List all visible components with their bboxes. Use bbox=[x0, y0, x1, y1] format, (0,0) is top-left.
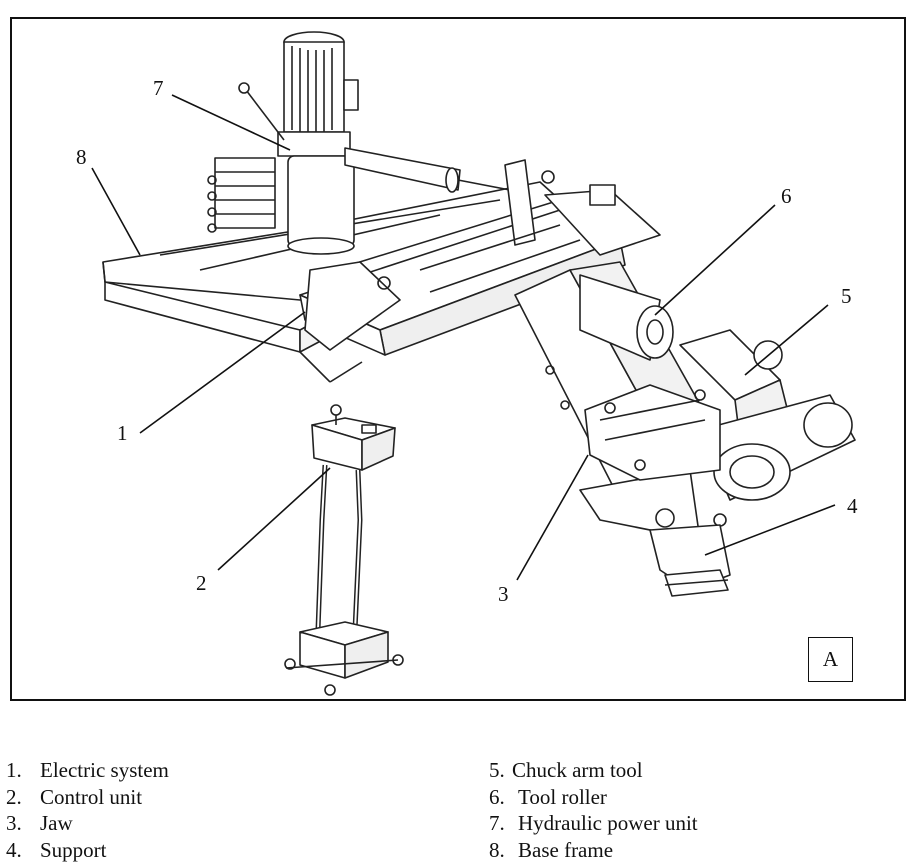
leader-line-4 bbox=[704, 504, 836, 556]
legend-number: 2. bbox=[6, 784, 22, 809]
legend-item: 7. Hydraulic power unit bbox=[489, 810, 698, 837]
machine-drawing bbox=[91, 31, 856, 696]
legend-item: 1. Electric system bbox=[6, 757, 169, 784]
leader-line-3 bbox=[516, 454, 589, 581]
legend-left: 1. Electric system 2. Control unit 3. Jaw 4… bbox=[6, 757, 169, 863]
legend-number: 4. bbox=[6, 837, 22, 862]
view-label-box: A bbox=[808, 637, 853, 682]
legend-label: Hydraulic power unit bbox=[518, 811, 698, 835]
hydraulic-power-unit-part bbox=[238, 31, 359, 255]
callout-2: 2 bbox=[196, 571, 207, 595]
legend-number: 7. bbox=[489, 811, 505, 835]
legend-label: Electric system bbox=[40, 758, 169, 782]
legend-number: 3. bbox=[6, 811, 22, 835]
legend-number: 6. bbox=[489, 784, 505, 809]
legend-number: 5. bbox=[489, 758, 505, 782]
legend-number: 8. bbox=[489, 837, 505, 862]
support-part bbox=[649, 524, 731, 597]
valve-block-part bbox=[207, 157, 276, 233]
chuck-arm-tool-part bbox=[679, 329, 856, 501]
legend-label: Base frame bbox=[518, 837, 614, 862]
callout-1: 1 bbox=[117, 421, 128, 445]
legend-label: Chuck arm tool bbox=[512, 758, 643, 782]
callout-5: 5 bbox=[841, 284, 852, 308]
jaw-part bbox=[584, 384, 721, 481]
leader-line-2 bbox=[217, 467, 331, 571]
legend-item: 8. Base frame bbox=[489, 837, 698, 863]
figure-frame bbox=[10, 17, 906, 701]
hydraulic-cylinder-part bbox=[344, 147, 555, 193]
view-label: A bbox=[822, 647, 839, 671]
control-unit-part bbox=[284, 404, 404, 696]
legend-right: 5. Chuck arm tool 6. Tool roller 7. Hydraul… bbox=[489, 757, 698, 863]
legend-label: Support bbox=[40, 837, 107, 862]
tool-roller-part bbox=[579, 274, 674, 361]
legend-label: Tool roller bbox=[518, 784, 607, 809]
callout-7: 7 bbox=[153, 76, 164, 100]
right-rail-part bbox=[544, 184, 661, 256]
legend-number: 1. bbox=[6, 758, 22, 782]
leader-line-7 bbox=[171, 94, 291, 151]
legend-item: 2. Control unit bbox=[6, 784, 169, 811]
legend-item: 4. Support bbox=[6, 837, 169, 863]
callout-4: 4 bbox=[847, 494, 858, 518]
leader-line-5 bbox=[744, 304, 829, 376]
callout-6: 6 bbox=[781, 184, 792, 208]
legend-item: 5. Chuck arm tool bbox=[489, 757, 698, 784]
legend-item: 6. Tool roller bbox=[489, 784, 698, 811]
leader-line-8 bbox=[91, 167, 141, 256]
leader-line-1 bbox=[139, 311, 306, 434]
legend-item: 3. Jaw bbox=[6, 810, 169, 837]
callout-8: 8 bbox=[76, 145, 87, 169]
callout-3: 3 bbox=[498, 582, 509, 606]
legend-label: Control unit bbox=[40, 784, 143, 809]
leader-line-6 bbox=[654, 204, 776, 316]
legend-label: Jaw bbox=[40, 811, 73, 835]
arm-beam-part bbox=[299, 159, 626, 356]
